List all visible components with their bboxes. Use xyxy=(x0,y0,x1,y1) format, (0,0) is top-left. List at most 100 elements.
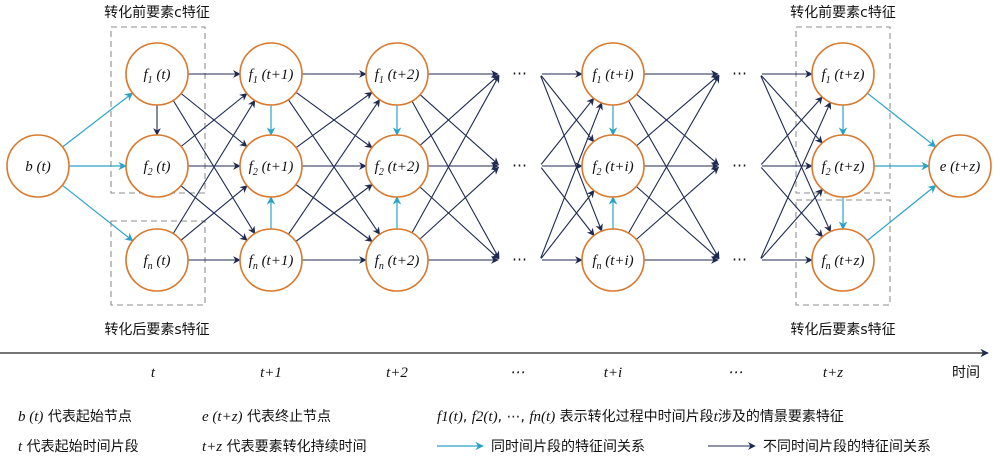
node-c3r2: fn (t+i) xyxy=(581,228,645,292)
edge-dots1r0-c4r1 xyxy=(760,75,823,144)
node-c3r0: f1 (t+i) xyxy=(581,42,645,106)
edge-dots0r0-c3r1 xyxy=(540,75,595,143)
time-tick-1: t+1 xyxy=(260,365,282,381)
edge-c0r2-c1r0 xyxy=(172,99,256,234)
node-label-c0r0: f1 (t) xyxy=(143,67,170,86)
node-label-c0r2: fn (t) xyxy=(143,253,170,272)
legend: b (t) 代表起始节点 e (t+z) 代表终止节点 f1(t), f2(t)… xyxy=(18,409,931,455)
node-circle-e xyxy=(928,134,992,198)
legend-t: t 代表起始时间片段 xyxy=(18,439,139,455)
edge-c2r0-dots0r1 xyxy=(419,94,500,166)
node-circle-c0r2 xyxy=(125,228,189,292)
node-c0r1: f2 (t) xyxy=(125,134,189,198)
legend-same-time: 同时间片段的特征间关系 xyxy=(491,439,645,455)
node-b: b (t) xyxy=(6,134,70,198)
edge-c2r1-dots0r0 xyxy=(419,74,500,146)
legend-e: e (t+z) 代表终止节点 xyxy=(202,409,331,425)
edge-dots0r1-c3r2 xyxy=(540,167,595,237)
time-tick-3: ⋯ xyxy=(510,365,525,381)
edge-dots1r0-c4r2 xyxy=(760,75,832,233)
node-c0r2: fn (t) xyxy=(125,228,189,292)
node-e: e (t+z) xyxy=(928,134,992,198)
node-c1r0: f1 (t+1) xyxy=(239,42,303,106)
edge-c3r0-dots1r1 xyxy=(636,93,720,166)
edge-c3r1-dots1r0 xyxy=(636,74,720,147)
node-label-e: e (t+z) xyxy=(940,159,981,175)
node-c1r1: f2 (t+1) xyxy=(239,134,303,198)
edge-c4r2-e xyxy=(866,184,937,242)
ellipsis-g0-r2: ⋯ xyxy=(512,252,528,268)
node-label-c3r1: f2 (t+i) xyxy=(592,159,633,178)
edge-c2r0-dots0r2 xyxy=(411,100,500,259)
node-label-c3r0: f1 (t+i) xyxy=(592,67,633,86)
edge-c3r0-dots1r2 xyxy=(628,100,720,259)
edge-c1r2-c2r0 xyxy=(287,99,381,235)
ellipsis-g1-r1: ⋯ xyxy=(732,158,748,174)
ellipsis-g0-r0: ⋯ xyxy=(512,66,528,82)
node-circle-c2r0 xyxy=(365,42,429,106)
node-label-c4r0: f1 (t+z) xyxy=(821,67,864,86)
node-circle-c4r0 xyxy=(811,42,875,106)
edge-dots0r2-c3r1 xyxy=(540,189,595,259)
node-circle-c1r1 xyxy=(239,134,303,198)
nodes-layer: b (t) e (t+z) f1 (t) f2 (t) fn (t) f1 (t+1) f2… xyxy=(6,42,992,292)
time-axis-label: 时间 xyxy=(952,365,980,381)
node-circle-c0r0 xyxy=(125,42,189,106)
box-label-after-left: 转化后要素s特征 xyxy=(104,322,209,338)
node-label-c4r1: f2 (t+z) xyxy=(821,159,864,178)
edges-layer xyxy=(61,70,937,264)
node-label-c1r1: f2 (t+1) xyxy=(249,159,294,178)
time-tick-2: t+2 xyxy=(386,365,408,381)
box-label-after-right: 转化后要素s特征 xyxy=(790,322,895,338)
ellipsis-g0-r1: ⋯ xyxy=(512,158,528,174)
node-c0r0: f1 (t) xyxy=(125,42,189,106)
node-circle-c3r0 xyxy=(581,42,645,106)
node-label-c1r0: f1 (t+1) xyxy=(249,67,294,86)
node-c3r1: f2 (t+i) xyxy=(581,134,645,198)
ellipsis-g1-r0: ⋯ xyxy=(732,66,748,82)
edge-c3r1-dots1r2 xyxy=(635,186,720,260)
time-tick-4: t+i xyxy=(604,365,622,381)
edge-dots1r2-c4r0 xyxy=(760,101,832,259)
box-label-before-left: 转化前要素c特征 xyxy=(104,4,210,21)
time-tick-0: t xyxy=(151,365,156,381)
node-c4r2: fn (t+z) xyxy=(811,228,875,292)
after-box-right xyxy=(795,199,891,306)
edge-dots1r2-c4r1 xyxy=(760,188,824,259)
node-circle-c1r2 xyxy=(239,228,303,292)
node-c4r0: f1 (t+z) xyxy=(811,42,875,106)
edge-c3r2-dots1r1 xyxy=(635,166,720,240)
node-label-c2r2: fn (t+2) xyxy=(375,253,420,272)
legend-diff-time: 不同时间片段的特征间关系 xyxy=(763,439,931,455)
edge-c4r0-e xyxy=(867,92,937,148)
node-c1r2: fn (t+1) xyxy=(239,228,303,292)
node-circle-c2r1 xyxy=(365,134,429,198)
ellipsis-g1-r2: ⋯ xyxy=(732,252,748,268)
node-label-c1r2: fn (t+1) xyxy=(249,253,294,272)
node-c2r2: fn (t+2) xyxy=(365,228,429,292)
box-label-before-right: 转化前要素c特征 xyxy=(790,4,896,21)
ellipsis-layer: ⋯ ⋯ ⋯ ⋯ ⋯ ⋯ xyxy=(512,66,748,268)
node-label-c2r1: f2 (t+2) xyxy=(375,159,420,178)
edge-dots0r2-c3r0 xyxy=(540,102,603,259)
node-circle-c0r1 xyxy=(125,134,189,198)
node-c2r1: f2 (t+2) xyxy=(365,134,429,198)
node-label-c4r2: fn (t+z) xyxy=(821,253,864,272)
edge-c1r1-c2r0 xyxy=(295,91,373,149)
node-label-c2r0: f1 (t+2) xyxy=(375,67,420,86)
node-circle-c4r1 xyxy=(811,134,875,198)
legend-tz: t+z 代表要素转化持续时间 xyxy=(202,438,367,455)
node-c4r1: f2 (t+z) xyxy=(811,134,875,198)
time-tick-5: ⋯ xyxy=(728,365,743,381)
edge-c0r1-c1r0 xyxy=(180,93,248,147)
edge-dots0r1-c3r0 xyxy=(540,97,595,165)
edge-c2r2-dots0r1 xyxy=(419,166,500,240)
node-label-c3r2: fn (t+i) xyxy=(592,253,633,272)
node-circle-c2r2 xyxy=(365,228,429,292)
edge-c3r2-dots1r0 xyxy=(628,75,720,234)
node-label-c0r1: f2 (t) xyxy=(143,159,170,178)
edge-dots0r0-c3r2 xyxy=(540,75,603,232)
node-circle-c4r2 xyxy=(811,228,875,292)
